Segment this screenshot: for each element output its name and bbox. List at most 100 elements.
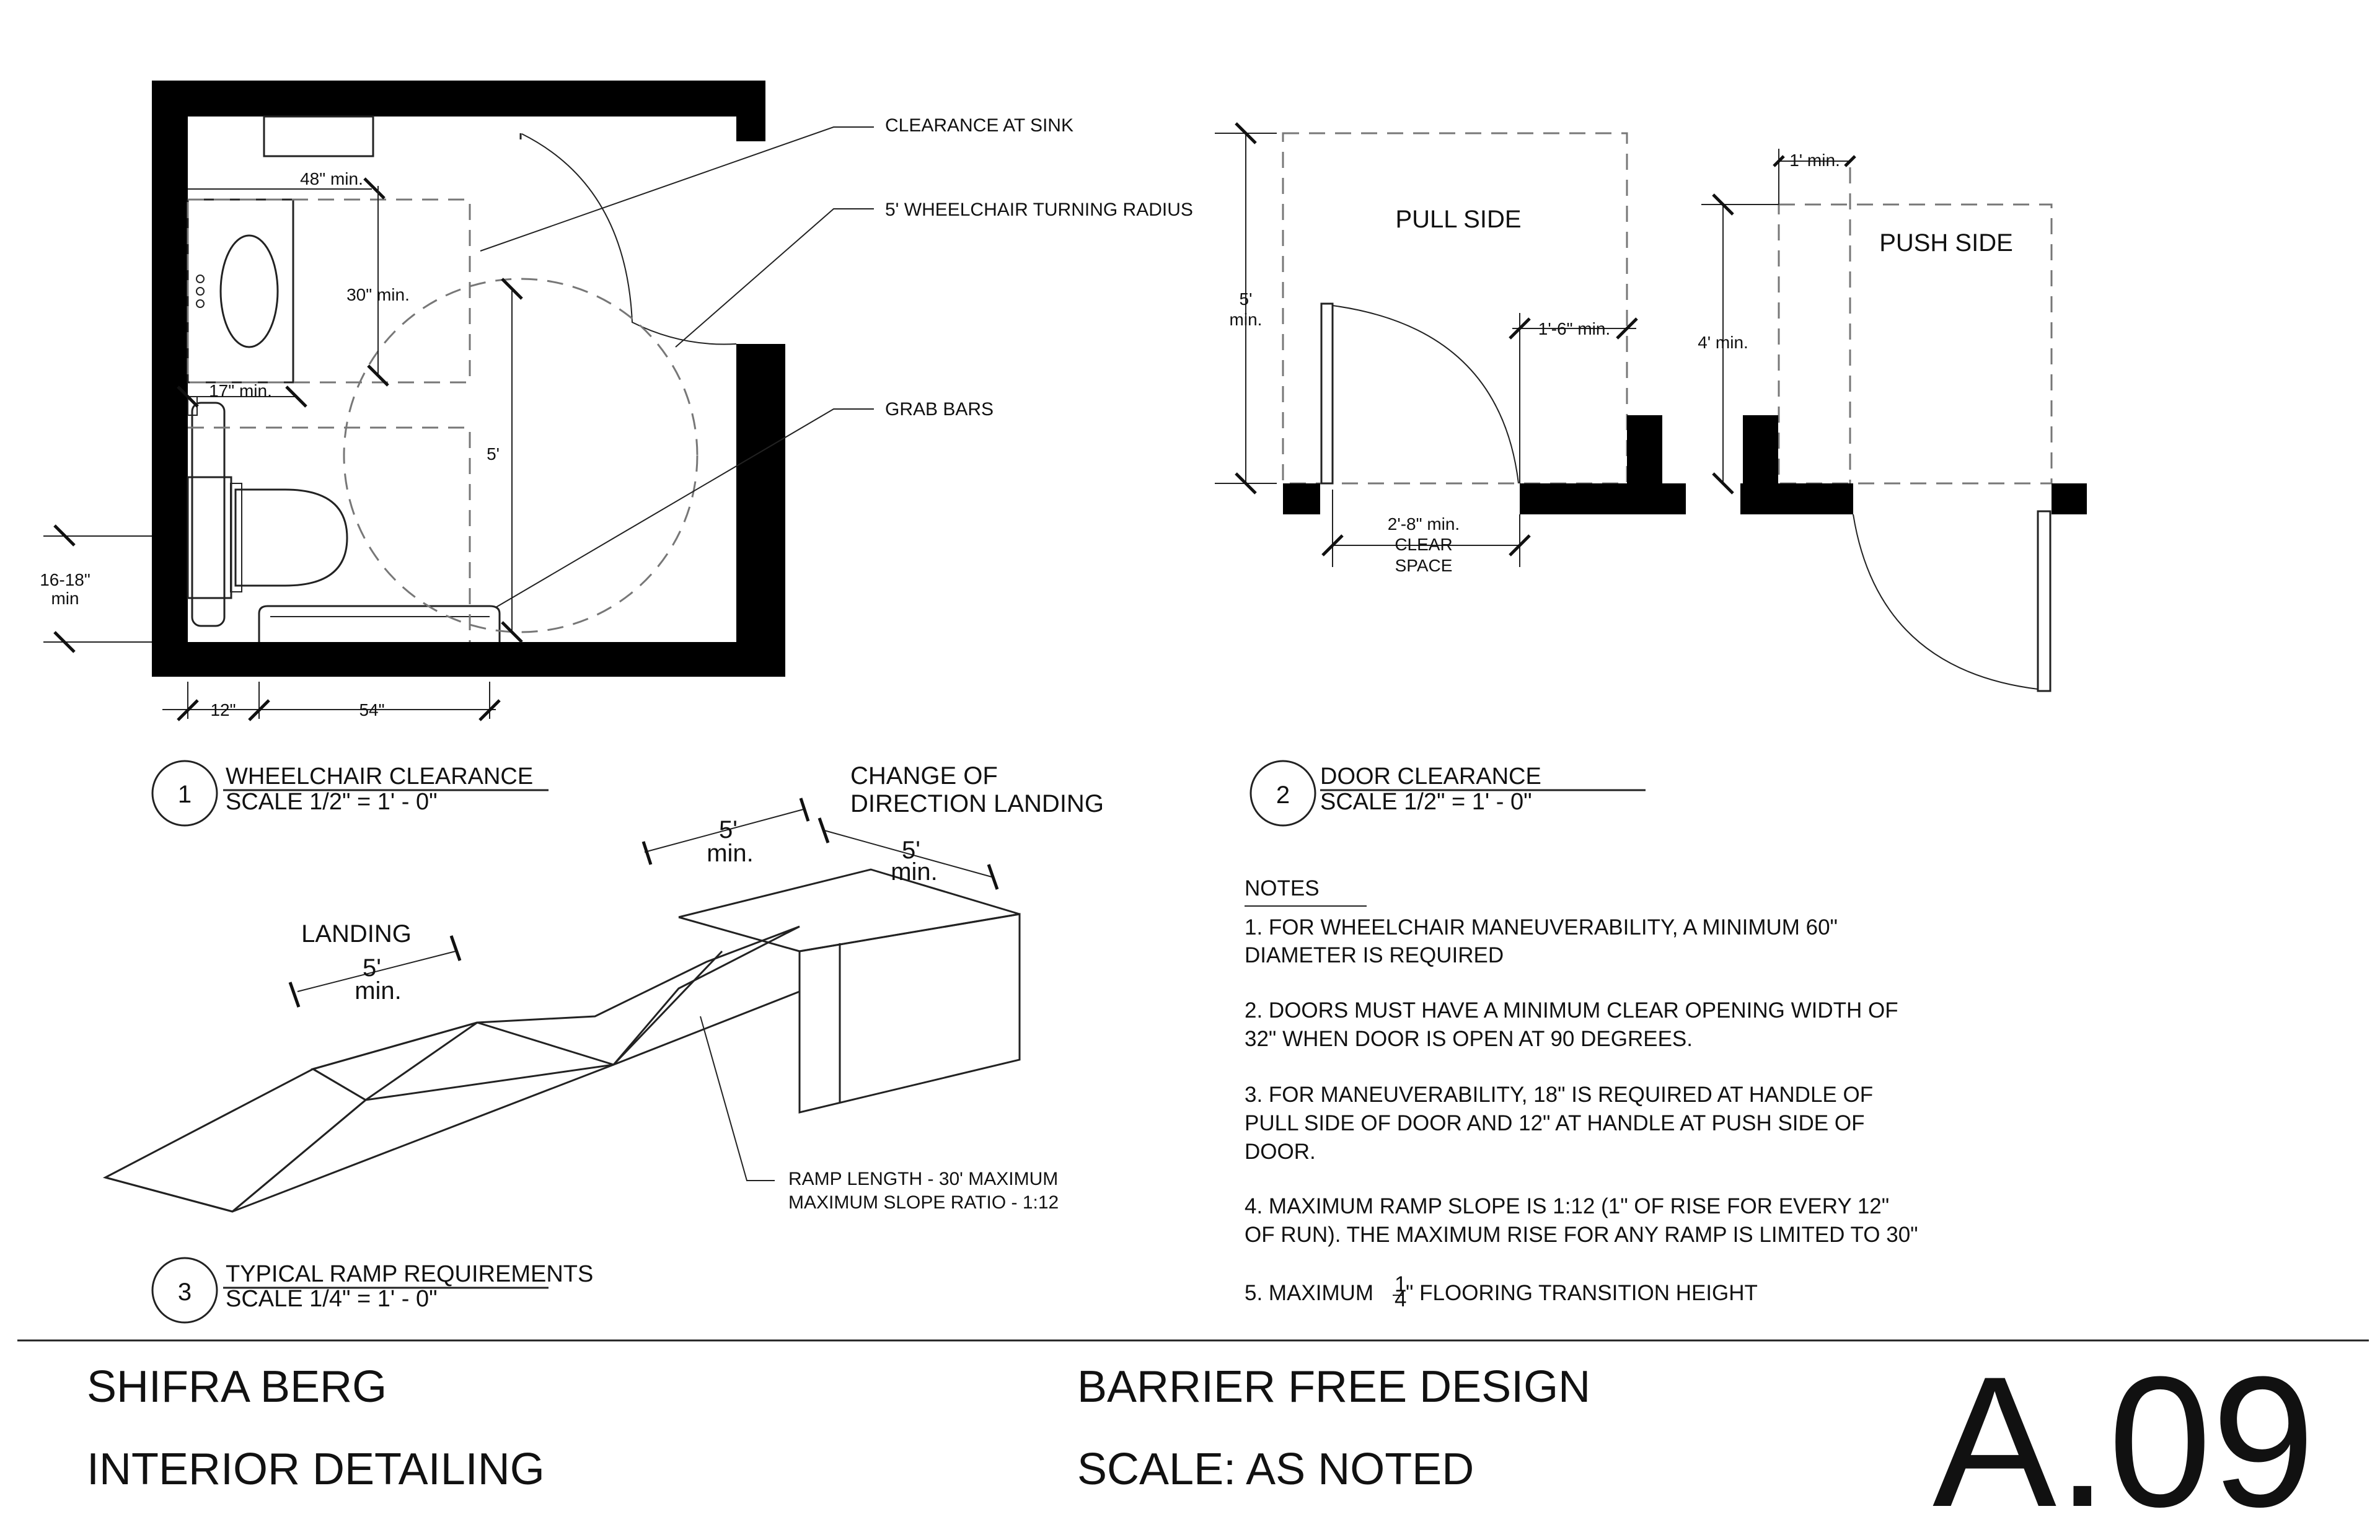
callout-clearance-at-sink: CLEARANCE AT SINK [885, 115, 1073, 136]
toilet-bowl [234, 488, 348, 587]
note-2b: 32" WHEN DOOR IS OPEN AT 90 DEGREES. [1245, 1027, 1693, 1051]
wall-left [152, 81, 188, 677]
detail-number-3: 3 [178, 1278, 192, 1306]
dim-tick [987, 864, 999, 890]
wall-jamb-push-right [2052, 483, 2087, 514]
ramp-run-edge [105, 1176, 233, 1213]
landing-dim-5: 5' [363, 954, 381, 982]
wall-stub [1627, 415, 1662, 483]
dim-tick [1235, 122, 1257, 144]
toilet-clearance-zone [188, 426, 471, 642]
detail-3-ramp: LANDING 5' min. 5' min. 5' min. CHANGE O… [102, 762, 1104, 1324]
dim-17: 17" min. [209, 381, 272, 400]
dim-tick [799, 798, 810, 822]
dim-16-18-min: min [51, 589, 79, 608]
upper-dim-5-a: 5' [719, 816, 738, 843]
sink-clearance-zone [187, 198, 471, 384]
callout-turning-radius: 5' WHEELCHAIR TURNING RADIUS [885, 200, 1193, 220]
notes-heading: NOTES [1245, 876, 1320, 900]
drawing-title: BARRIER FREE DESIGN [1077, 1362, 1590, 1412]
notes-block: NOTES 1. FOR WHEELCHAIR MANEUVERABILITY,… [1245, 876, 1918, 1311]
ramp-lower-top [102, 1021, 478, 1213]
dim-line [297, 951, 456, 992]
wall-top [152, 81, 765, 117]
dim-tick [288, 982, 301, 1008]
dim-30: 30" min. [346, 285, 410, 304]
toilet-seat-back [230, 483, 242, 592]
dim-5ft: 5' [487, 444, 500, 464]
leader-turning [675, 208, 874, 348]
dim-tick [818, 817, 830, 843]
change-of-direction-1: CHANGE OF [850, 762, 998, 790]
detail-bubble-2 [1250, 760, 1316, 827]
dim-tick [1616, 317, 1638, 340]
wall-right [736, 344, 785, 677]
wall-jamb-right [1520, 483, 1686, 514]
note-2a: 2. DOORS MUST HAVE A MINIMUM CLEAR OPENI… [1245, 998, 1898, 1023]
detail-number-1: 1 [178, 781, 192, 808]
detail-scale-3: SCALE 1/4" = 1' - 0" [226, 1286, 438, 1312]
note-3a: 3. FOR MANEUVERABILITY, 18" IS REQUIRED … [1245, 1083, 1873, 1107]
course-name: INTERIOR DETAILING [87, 1445, 545, 1494]
ramp-upper-diag [612, 950, 723, 1066]
dim-tick [177, 699, 199, 721]
upper-dim-min-b: min. [891, 858, 938, 886]
dim-tick [1712, 193, 1734, 216]
dim-tick [449, 935, 462, 961]
dim-tick [53, 631, 76, 653]
dim-tick [363, 177, 386, 200]
note-5-frac-den: 4 [1395, 1287, 1406, 1311]
landing-top [311, 925, 800, 1101]
grab-bar-side [191, 402, 226, 627]
callout-grab-bars: GRAB BARS [885, 399, 994, 420]
dim-tick [501, 278, 523, 300]
detail-2-door: PULL SIDE 5' min. 1'-6" min. 2'-8" min. … [1215, 122, 2087, 827]
dim-5ft-pull-min: min. [1230, 310, 1263, 329]
faucet-icon [196, 275, 205, 283]
drawing-scale: SCALE: AS NOTED [1077, 1445, 1474, 1494]
dim-tick [1844, 155, 1856, 167]
title-block: SHIFRA BERG INTERIOR DETAILING BARRIER F… [17, 1337, 2369, 1540]
door-swing-arc-push [1853, 514, 2038, 690]
mirror-cabinet [263, 115, 374, 157]
landing-edge [477, 1021, 614, 1066]
landing-label: LANDING [301, 920, 412, 948]
dim-line [824, 830, 992, 878]
dim-tick [1773, 155, 1785, 167]
detail-1-plan: 5' 48" min. 30" min. 17" min. 16-18" min… [40, 81, 1193, 827]
dim-4ft: 4' min. [1698, 333, 1748, 352]
dim-tick [53, 524, 76, 547]
leader-ramp [700, 1016, 775, 1181]
note-4a: 4. MAXIMUM RAMP SLOPE IS 1:12 (1" OF RIS… [1245, 1194, 1889, 1218]
dim-clear-1: 2'-8" min. [1388, 514, 1460, 534]
dim-1-6: 1'-6" min. [1538, 319, 1610, 338]
platform-block [798, 913, 1021, 1114]
leader-grab [495, 408, 874, 608]
note-5-pre: 5. MAXIMUM [1245, 1281, 1373, 1305]
faucet-icon [196, 299, 205, 308]
faucet-icon [196, 287, 205, 296]
ramp-upper-side [678, 868, 1020, 953]
note-3c: DOOR. [1245, 1140, 1316, 1164]
upper-dim-min-a: min. [707, 840, 754, 867]
dim-line [644, 808, 806, 853]
sink-bowl [219, 234, 279, 348]
wall-stub-push [1743, 415, 1778, 483]
dim-5ft-pull: 5' [1240, 289, 1253, 309]
dim-tick [1235, 472, 1257, 495]
door-swing-arc-pull [1332, 305, 1519, 484]
detail-scale-2: SCALE 1/2" = 1' - 0" [1320, 789, 1532, 815]
dim-tick [641, 841, 653, 865]
detail-title-3: TYPICAL RAMP REQUIREMENTS [226, 1261, 593, 1287]
dim-tick [177, 385, 199, 408]
note-1b: DIAMETER IS REQUIRED [1245, 943, 1504, 967]
detail-title-2: DOOR CLEARANCE [1320, 763, 1541, 790]
note-1a: 1. FOR WHEELCHAIR MANEUVERABILITY, A MIN… [1245, 915, 1838, 939]
author-name: SHIFRA BERG [87, 1362, 387, 1412]
dim-1ft: 1' min. [1789, 151, 1840, 170]
wall-jamb-left [1283, 483, 1320, 514]
door-leaf-push [2037, 510, 2052, 692]
note-4b: OF RUN). THE MAXIMUM RISE FOR ANY RAMP I… [1245, 1223, 1918, 1247]
push-side-zone [1778, 203, 2053, 485]
